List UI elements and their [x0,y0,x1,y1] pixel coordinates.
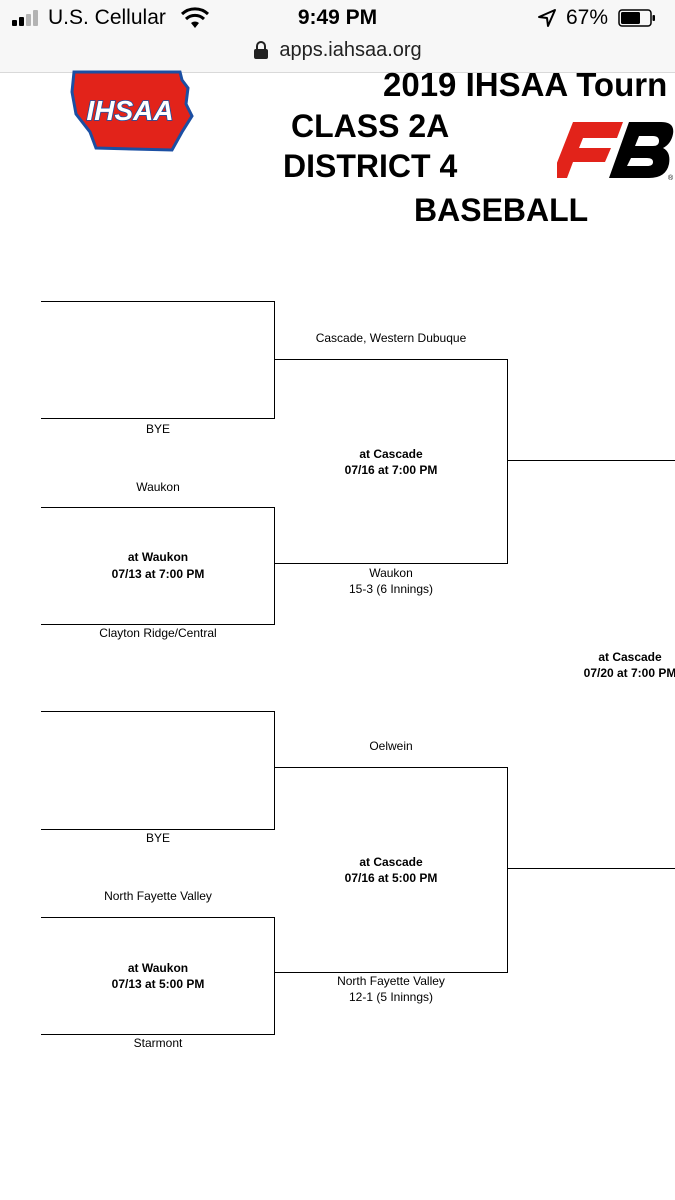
r2-game2-score: 12-1 (5 Ininngs) [348,990,434,1004]
r2-game2-top-team: Oelwein [369,739,413,753]
final-date: 07/20 at 7:00 PM [583,666,675,680]
district-heading: DISTRICT 4 [283,148,458,184]
battery-icon [618,9,655,27]
r1-game2-site: at Waukon [127,550,189,564]
ios-top-bar: U.S. Cellular 9:49 PM 67% apps.iahsaa.or… [0,0,675,73]
r2-game2-date: 07/16 at 5:00 PM [344,871,438,885]
r1-game4-date: 07/13 at 5:00 PM [111,977,205,991]
farm-bureau-logo: ® [557,122,674,182]
page-title: 2019 IHSAA Tourn [383,66,668,103]
wifi-icon [180,7,210,28]
r1-game2-date: 07/13 at 7:00 PM [111,567,205,581]
status-time: 9:49 PM [297,6,378,29]
lock-icon [254,41,269,59]
url-text: apps.iahsaa.org [279,39,422,61]
r1-game2-bottom-team: Clayton Ridge/Central [99,626,217,640]
svg-text:®: ® [668,174,674,182]
ihsaa-logo: IHSAA [70,70,194,152]
battery-percent: 67% [566,6,609,29]
r1-game3-bye: BYE [145,831,170,845]
r2-game1-site: at Cascade [359,447,423,461]
final-site: at Cascade [598,650,662,664]
class-heading: CLASS 2A [291,108,450,144]
cellular-signal-icon [12,10,42,26]
r2-game1-bottom-team: Waukon [369,566,413,580]
r2-game2-bottom-team: North Fayette Valley [337,974,445,988]
svg-text:IHSAA: IHSAA [86,95,173,126]
r1-game1-bye: BYE [145,422,170,436]
carrier-name: U.S. Cellular [48,6,166,29]
sport-heading: BASEBALL [414,192,589,228]
r1-game4-site: at Waukon [127,961,189,975]
r2-game1-date: 07/16 at 7:00 PM [344,463,438,477]
location-arrow-icon [538,9,556,27]
status-bar: U.S. Cellular 9:49 PM 67% [0,0,675,38]
r1-game4-top-team: North Fayette Valley [104,889,212,903]
r1-game2-top-team: Waukon [136,480,180,494]
r2-game1-top-team: Cascade, Western Dubuque [315,331,467,345]
address-bar[interactable]: apps.iahsaa.org [0,38,675,66]
r2-game2-site: at Cascade [359,855,423,869]
r1-game4-bottom-team: Starmont [133,1036,183,1050]
r2-game1-score: 15-3 (6 Innings) [348,582,434,596]
